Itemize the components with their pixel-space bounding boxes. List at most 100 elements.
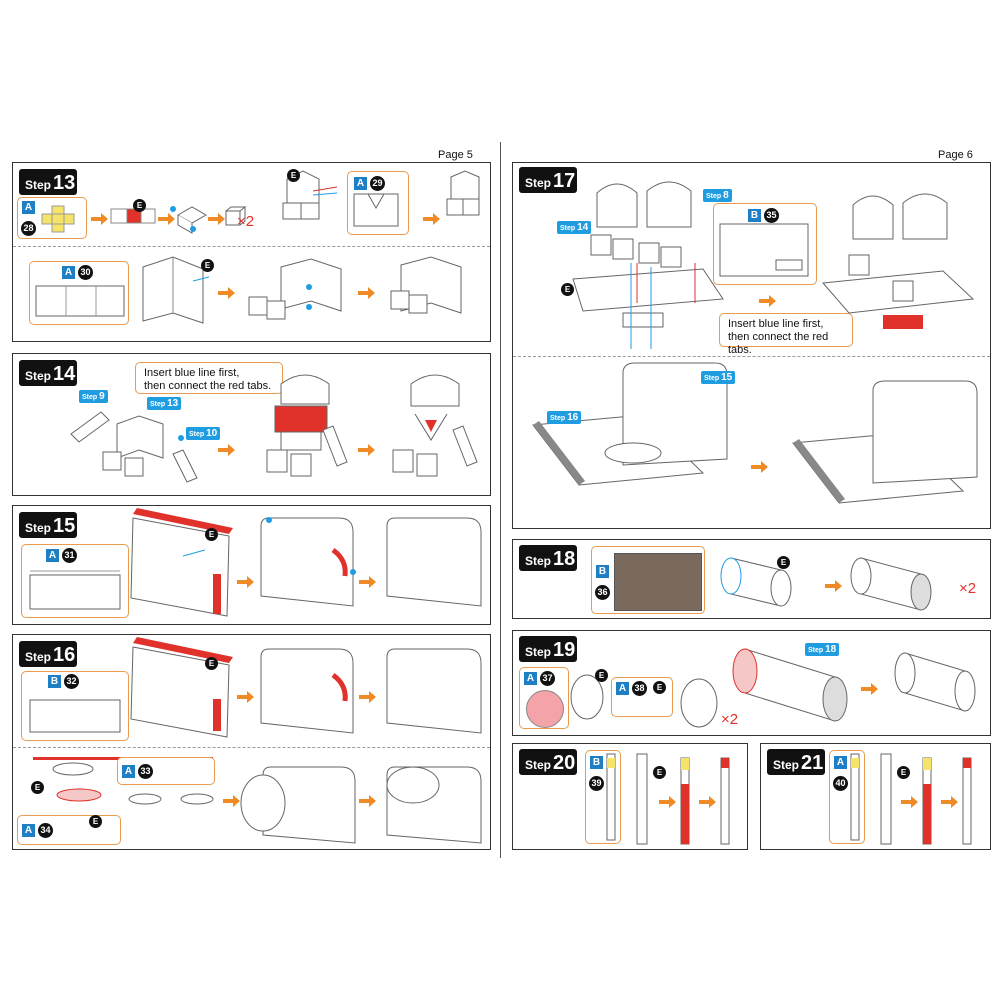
part-31-drawing xyxy=(29,570,121,610)
part-tag-10: Step 10 xyxy=(186,427,221,440)
step-19-art xyxy=(570,648,976,728)
part-38-number: 38 xyxy=(632,681,647,696)
part-35-drawing xyxy=(719,223,809,277)
step-18-multiplier: ×2 xyxy=(959,580,977,597)
tool-e-icon: E xyxy=(205,528,218,541)
tool-e-icon: E xyxy=(205,657,218,670)
tool-e-icon: E xyxy=(201,259,214,272)
part-34-box: A 34 xyxy=(17,815,121,845)
part-tag-9: Step 9 xyxy=(79,390,108,403)
step-18-art xyxy=(720,557,932,611)
step-13-multiplier: ×2 xyxy=(237,213,255,230)
part-30-box: A 30 xyxy=(29,261,129,325)
sheet-a-label: A xyxy=(62,266,75,279)
step-20-art xyxy=(606,753,730,845)
part-tag-15: Step 15 xyxy=(701,371,736,384)
step-14-art xyxy=(70,374,478,483)
tool-e-icon: E xyxy=(777,556,790,569)
part-tag-13: Step 13 xyxy=(147,397,182,410)
part-36-number: 36 xyxy=(595,585,610,600)
part-30-drawing xyxy=(35,285,125,317)
part-tag-18: Step 18 xyxy=(805,643,840,656)
step-14-instruction: Insert blue line first, then connect the… xyxy=(135,362,283,394)
part-35-number: 35 xyxy=(764,208,779,223)
sheet-a-label: A xyxy=(46,549,59,562)
part-37-drawing xyxy=(526,690,564,728)
tool-e-icon: E xyxy=(31,781,44,794)
part-32-number: 32 xyxy=(64,674,79,689)
step-19-multiplier: ×2 xyxy=(721,711,739,728)
sheet-b-label: B xyxy=(748,209,761,222)
sheet-a-label: A xyxy=(616,682,629,695)
part-39-number: 39 xyxy=(589,776,604,791)
tool-e-icon: E xyxy=(653,766,666,779)
step-13-row1-art xyxy=(91,170,480,234)
tool-e-icon: E xyxy=(89,815,102,828)
tool-e-icon: E xyxy=(897,766,910,779)
sheet-a-label: A xyxy=(354,177,367,190)
tool-e-icon: E xyxy=(595,669,608,682)
sheet-a-label: A xyxy=(22,201,35,214)
part-tag-14: Step 14 xyxy=(557,221,592,234)
tool-e-icon: E xyxy=(133,199,146,212)
step-16-divider xyxy=(13,747,490,748)
step-17-divider xyxy=(513,356,990,357)
part-28-drawing xyxy=(41,205,75,233)
part-31-box: A 31 xyxy=(21,544,129,618)
part-32-drawing xyxy=(29,699,121,733)
tool-e-icon: E xyxy=(561,283,574,296)
part-28-box: A 28 xyxy=(17,197,87,239)
part-34-number: 34 xyxy=(38,823,53,838)
part-36-box: B 36 xyxy=(591,546,705,614)
step-16-art xyxy=(33,637,482,844)
step-17-art xyxy=(532,181,978,504)
part-37-box: A 37 xyxy=(519,667,569,729)
part-40-number: 40 xyxy=(833,776,848,791)
part-31-number: 31 xyxy=(62,548,77,563)
part-tag-8: Step 8 xyxy=(703,189,732,202)
sheet-a-label: A xyxy=(22,824,35,837)
step-13-divider xyxy=(13,246,490,247)
part-36-drawing xyxy=(614,553,702,611)
tool-e-icon: E xyxy=(287,169,300,182)
sheet-a-label: A xyxy=(122,765,135,778)
sheet-b-label: B xyxy=(590,756,603,769)
page-label-left: Page 5 xyxy=(438,149,473,161)
sheet-b-label: B xyxy=(48,675,61,688)
part-tag-16: Step 16 xyxy=(547,411,582,424)
page-label-right: Page 6 xyxy=(938,149,973,161)
part-29-box: A 29 xyxy=(347,171,409,235)
part-30-number: 30 xyxy=(78,265,93,280)
part-28-number: 28 xyxy=(21,221,36,236)
part-29-drawing xyxy=(353,193,399,227)
sheet-a-label: A xyxy=(834,756,847,769)
step-15-art xyxy=(130,508,482,617)
part-33-box: A 33 xyxy=(117,757,215,785)
part-35-box: B 35 xyxy=(713,203,817,285)
part-29-number: 29 xyxy=(370,176,385,191)
sheet-a-label: A xyxy=(524,672,537,685)
part-33-number: 33 xyxy=(138,764,153,779)
part-37-number: 37 xyxy=(540,671,555,686)
page-divider xyxy=(500,142,501,858)
part-32-box: B 32 xyxy=(21,671,129,741)
tool-e-icon: E xyxy=(653,681,666,694)
